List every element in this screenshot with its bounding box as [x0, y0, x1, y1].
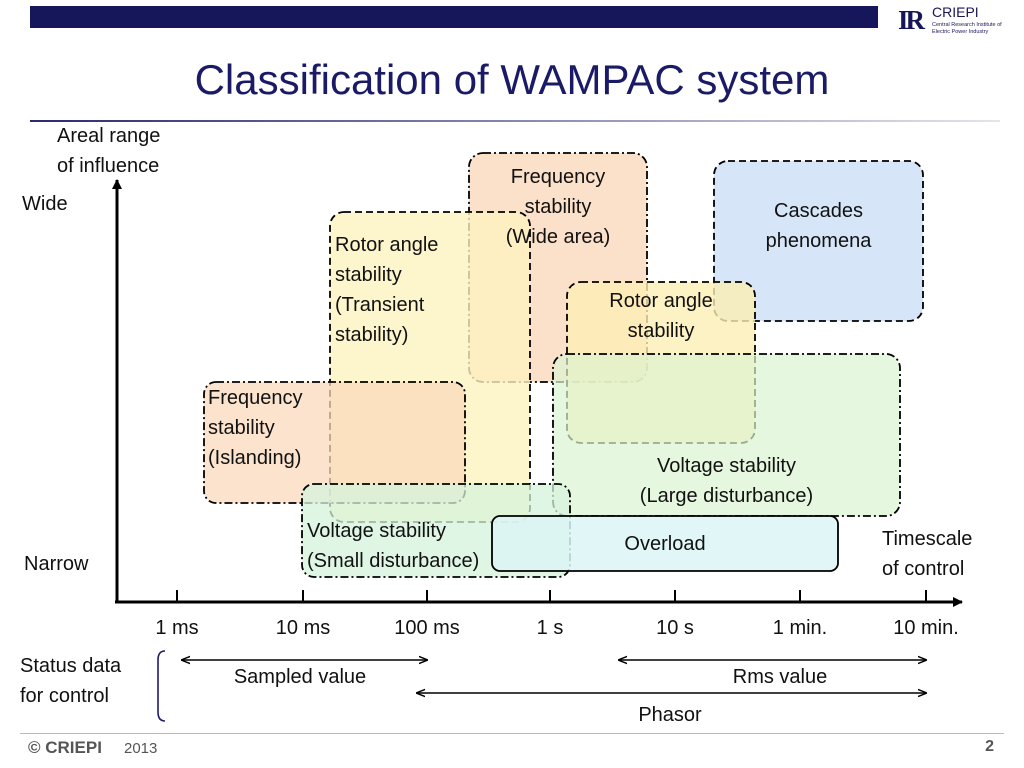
- criepi-logo: IR CRIEPI Central Research Institute of …: [898, 3, 1008, 37]
- voltage-large-label: Voltage stability (Large disturbance): [639, 455, 814, 507]
- slide-title: Classification of WAMPAC system: [194, 56, 830, 103]
- logo-name: CRIEPI: [932, 4, 979, 20]
- rotor-angle-transient-label: Rotor angle stability (Transient stabili…: [335, 234, 439, 346]
- page-number: 2: [985, 738, 994, 755]
- tick-label-100ms: 100 ms: [394, 617, 460, 639]
- cascades-label: Cascades phenomena: [765, 200, 872, 252]
- x-axis-label: Timescale of control: [882, 528, 973, 580]
- rotor-angle-label: Rotor angle stability: [609, 290, 713, 342]
- footer-copyright: © CRIEPI: [28, 738, 102, 757]
- region-cascades: [713, 160, 924, 322]
- title-underline: [30, 120, 1000, 122]
- x-axis-ticks: [176, 590, 927, 602]
- tick-label-10s: 10 s: [656, 617, 694, 639]
- status-data-label: Status data for control: [20, 655, 122, 707]
- tick-label-1ms: 1 ms: [155, 617, 199, 639]
- footer-divider: [20, 733, 1004, 734]
- y-axis-narrow-label: Narrow: [24, 553, 89, 575]
- voltage-small-label: Voltage stability (Small disturbance): [307, 520, 480, 572]
- footer-year: 2013: [124, 740, 158, 757]
- rms-value-label: Rms value: [732, 666, 828, 688]
- logo-subtitle-1: Central Research Institute of: [932, 22, 1002, 28]
- region-frequency-islanding: [203, 381, 466, 504]
- frequency-wide-area-label: Frequency stability (Wide area): [505, 166, 611, 248]
- header-bar: [30, 6, 878, 28]
- logo-subtitle-2: Electric Power Industry: [932, 29, 989, 35]
- y-axis-label: Areal range of influence: [57, 125, 161, 177]
- logo-mark: IR: [898, 5, 925, 35]
- phasor-label: Phasor: [638, 704, 702, 726]
- tick-label-10min: 10 min.: [893, 617, 959, 639]
- region-overload: [491, 515, 839, 572]
- frequency-islanding-label: Frequency stability (Islanding): [208, 387, 303, 469]
- y-axis-wide-label: Wide: [22, 193, 68, 215]
- tick-label-1s: 1 s: [536, 617, 564, 639]
- tick-label-10ms: 10 ms: [275, 617, 331, 639]
- overload-label: Overload: [624, 533, 706, 555]
- tick-label-1min: 1 min.: [772, 617, 828, 639]
- sampled-value-label: Sampled value: [233, 666, 367, 688]
- status-brace: [157, 650, 166, 722]
